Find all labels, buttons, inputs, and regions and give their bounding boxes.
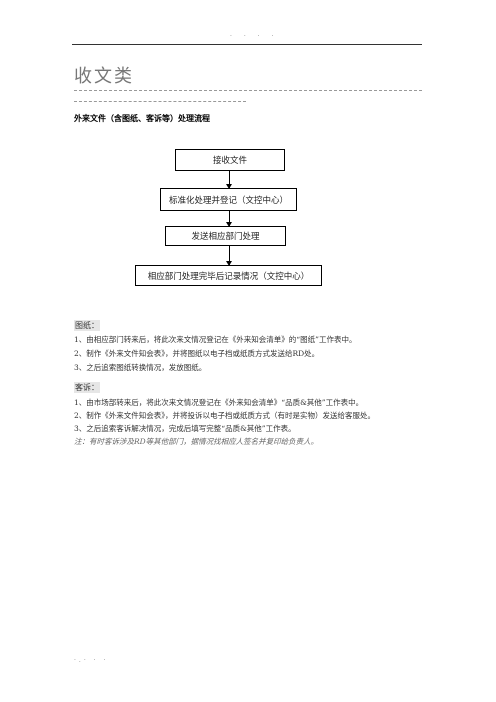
drawings-step-3: 3、之后追索图纸转换情况，发放图纸。: [74, 363, 207, 372]
complaints-step-3: 3、之后追索客诉解决情况，完成后填写完整“品质&其他”工作表。: [74, 424, 296, 433]
flow-step-record: 相应部门处理完毕后记录情况（文控中心）: [135, 265, 322, 286]
complaints-step-1: 1、由市场部转来后，将此次来文情况登记在《外来知会清单》“品质&其他”工作表中。: [74, 398, 364, 407]
flow-arrow: [226, 246, 232, 266]
complaints-label: 客诉：: [74, 382, 100, 393]
drawings-step-2: 2、制作《外来文件知会表》，并将图纸以电子档或纸质方式发送给RD处。: [74, 349, 320, 358]
flow-step-register: 标准化处理并登记（文控中心）: [160, 188, 297, 211]
complaints-step-2: 2、制作《外来文件知会表》，并将投诉以电子档或纸质方式（有时是实物）发送给客服处…: [74, 411, 376, 420]
section-heading: 外来文件（含图纸、客诉等）处理流程: [74, 113, 210, 123]
dashed-divider: [74, 90, 422, 91]
header-dots: · · · ·: [230, 33, 279, 40]
complaints-note: 注：有时客诉涉及RD等其他部门，据情况找相应人签名并复印给负责人。: [74, 437, 319, 446]
flow-arrow: [226, 211, 232, 227]
dashed-divider-short: [74, 101, 246, 102]
flow-step-send: 发送相应部门处理: [165, 226, 286, 246]
header-rule: [72, 44, 422, 45]
flow-arrow: [226, 171, 232, 189]
flow-step-receive: 接收文件: [175, 149, 285, 171]
page-title: 收文类: [74, 66, 134, 87]
drawings-label: 图纸：: [74, 320, 100, 331]
drawings-step-1: 1、由相应部门转来后，将此次来文情况登记在《外来知会清单》的“图纸”工作表中。: [74, 335, 357, 344]
footer-dots: ·.· · ·: [74, 657, 109, 664]
